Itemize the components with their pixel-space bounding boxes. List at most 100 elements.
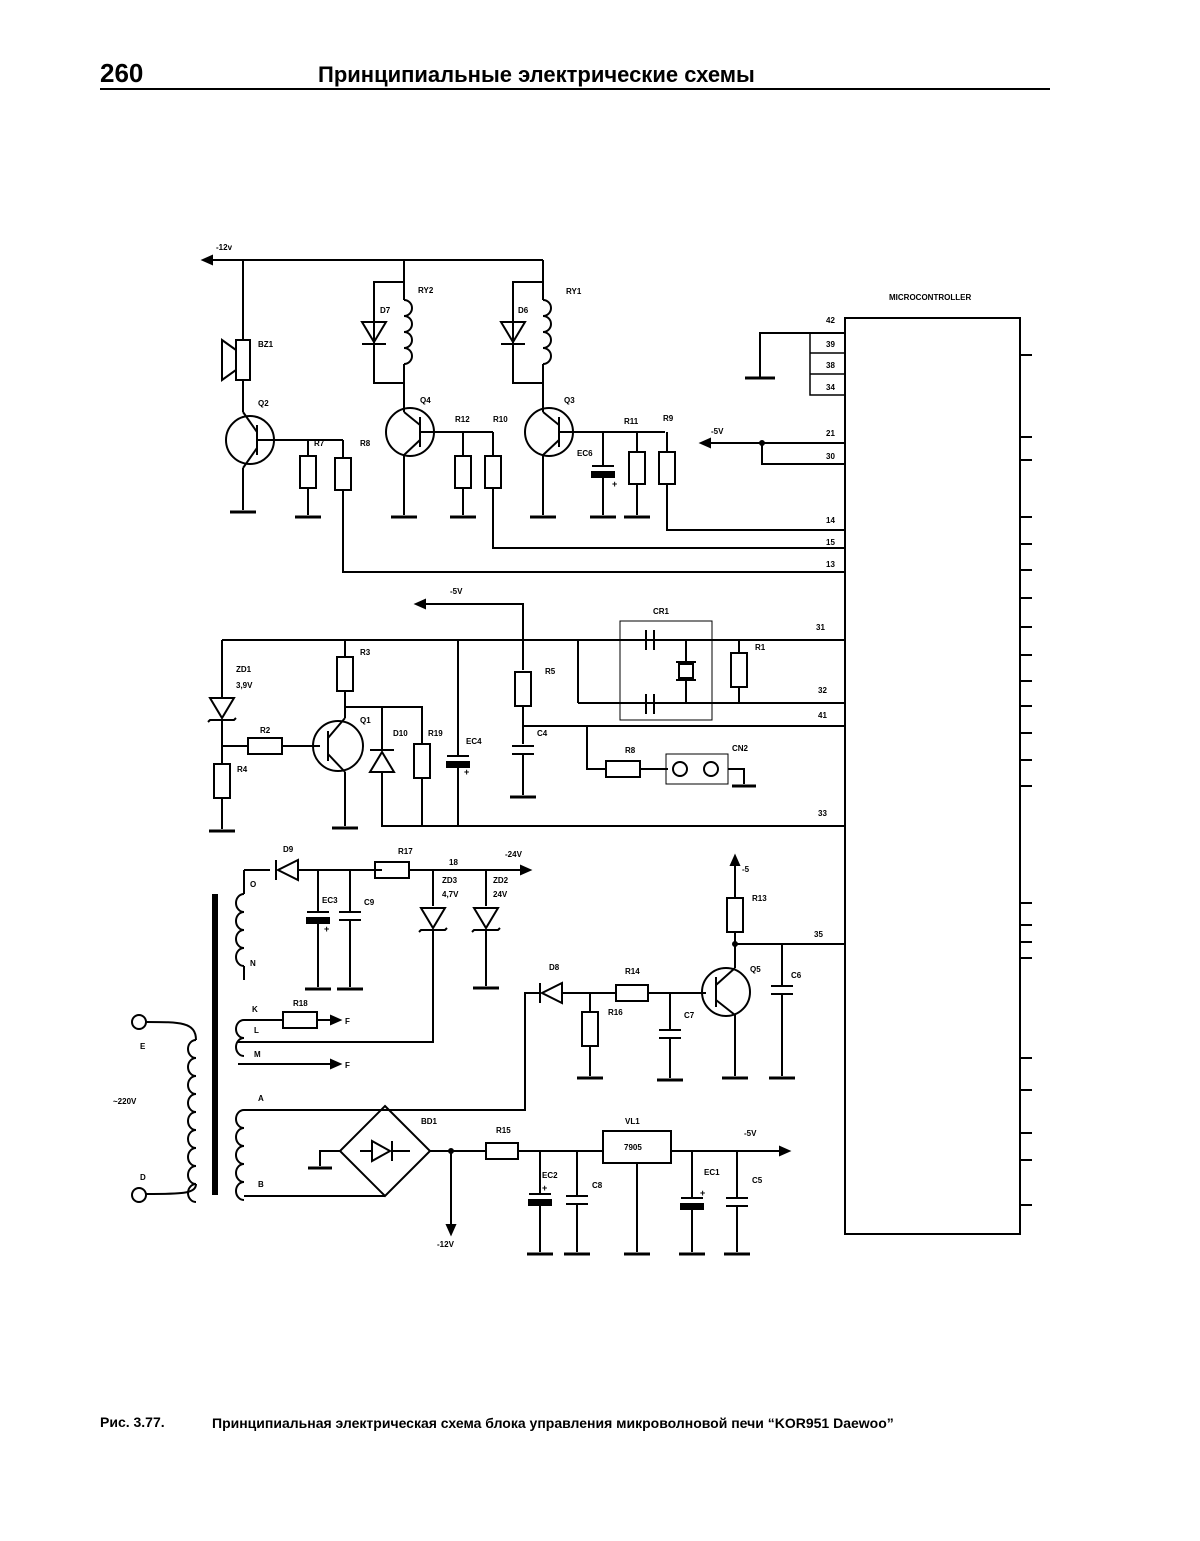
transistor-q5: Q5	[701, 965, 761, 1080]
resistor-r8-mid: R8	[586, 726, 668, 778]
pin-15: 15	[826, 538, 835, 547]
c5-label: C5	[752, 1176, 763, 1185]
svg-text:+: +	[612, 479, 617, 489]
transistor-q2: Q2	[225, 399, 343, 514]
diode-d6: D6	[499, 306, 529, 345]
node-18-label: 18	[449, 858, 458, 867]
pin-42: 42	[826, 316, 835, 325]
transistor-q1: Q1	[312, 716, 371, 830]
r8-top-label: R8	[360, 439, 371, 448]
rail-5v-mcu: -5V	[698, 427, 845, 465]
ry1-label: RY1	[566, 287, 582, 296]
capacitor-c7: C7	[657, 993, 695, 1082]
resistor-r4: R4	[209, 763, 248, 833]
tap-m: M	[254, 1050, 261, 1059]
ec6-label: EC6	[577, 449, 593, 458]
r12-label: R12	[455, 415, 470, 424]
page-title: Принципиальные электрические схемы	[318, 62, 755, 87]
resistor-r12: R12	[450, 415, 476, 519]
ec1-label: EC1	[704, 1168, 720, 1177]
pin-32: 32	[818, 686, 827, 695]
capacitor-c4: C4	[510, 729, 548, 799]
resistor-r3: R3	[336, 640, 371, 718]
capacitor-c9: C9	[337, 870, 375, 991]
d6-label: D6	[518, 306, 529, 315]
d9-label: D9	[283, 845, 294, 854]
resistor-r5: R5	[514, 667, 556, 744]
pin-39: 39	[826, 340, 835, 349]
zd1-voltage: 3,9V	[236, 681, 253, 690]
resistor-r9: R9	[658, 414, 845, 531]
pin-13: 13	[826, 560, 835, 569]
r19-label: R19	[428, 729, 443, 738]
pin-33: 33	[818, 809, 827, 818]
cn2-label: CN2	[732, 744, 749, 753]
zener-zd1: ZD1 3,9V	[207, 640, 253, 764]
tap-n: N	[250, 959, 256, 968]
pin-14: 14	[826, 516, 835, 525]
cr1-label: CR1	[653, 607, 670, 616]
buzzer-bz1: BZ1	[221, 260, 274, 412]
tap-b: B	[258, 1180, 264, 1189]
c6-label: C6	[791, 971, 802, 980]
diode-d8: D8	[539, 963, 616, 1005]
bd1-label: BD1	[421, 1117, 438, 1126]
d7-label: D7	[380, 306, 391, 315]
q2-label: Q2	[258, 399, 269, 408]
svg-text:+: +	[464, 767, 469, 777]
crystal-cr1: CR1	[577, 607, 845, 721]
c4-label: C4	[537, 729, 548, 738]
rail-top-label: -12v	[216, 243, 233, 252]
resistor-r7: R7	[295, 439, 325, 519]
r1-label: R1	[755, 643, 766, 652]
diode-d10: D10	[368, 707, 845, 827]
c7-label: C7	[684, 1011, 695, 1020]
resistor-r10: R10	[484, 415, 845, 549]
resistor-r1: R1	[730, 640, 766, 703]
bridge-bd1: BD1	[244, 1104, 486, 1198]
r16-label: R16	[608, 1008, 623, 1017]
pin-30: 30	[826, 452, 835, 461]
diode-d9: D9	[275, 845, 382, 882]
connector-cn2: CN2	[665, 744, 756, 788]
ec2-label: EC2	[542, 1171, 558, 1180]
zd3-label: ZD3	[442, 876, 458, 885]
transformer: O N K L M A B E D ~220V	[113, 870, 264, 1203]
vout-5v-label: -5V	[744, 1129, 757, 1138]
tap-k: K	[252, 1005, 258, 1014]
resistor-r11: R11	[624, 417, 650, 519]
mains-label: ~220V	[113, 1097, 137, 1106]
svg-text:+: +	[700, 1188, 705, 1198]
q4-label: Q4	[420, 396, 431, 405]
r7-label: R7	[314, 439, 325, 448]
resistor-r18: R18 F	[244, 999, 350, 1029]
pin-31: 31	[816, 623, 825, 632]
rail-12v-top: -12v	[200, 243, 543, 266]
mcu-right-pins	[1020, 354, 1032, 1206]
ec4-label: EC4	[466, 737, 482, 746]
zd3-voltage: 4,7V	[442, 890, 459, 899]
q1-label: Q1	[360, 716, 371, 725]
q3-label: Q3	[564, 396, 575, 405]
resistor-r8-top: R8	[334, 439, 845, 573]
resistor-r14: R14	[615, 967, 706, 1002]
d10-label: D10	[393, 729, 408, 738]
r3-label: R3	[360, 648, 371, 657]
resistor-r19: R19	[413, 729, 443, 826]
out-f2: F	[345, 1061, 350, 1070]
capacitor-ec3: EC3 +	[305, 870, 338, 991]
c9-label: C9	[364, 898, 375, 907]
regulator-vl1: VL1 7905 -5V	[602, 1117, 792, 1256]
relay-ry1: RY1	[512, 260, 582, 412]
r11-label: R11	[624, 417, 639, 426]
capacitor-ec1: EC1 +	[679, 1151, 720, 1256]
tap-d: D	[140, 1173, 146, 1182]
line-m-f: F	[238, 1058, 350, 1070]
page-number: 260	[100, 58, 144, 88]
rail-24v-label: -24V	[505, 850, 523, 859]
r4-label: R4	[237, 765, 248, 774]
r15-label: R15	[496, 1126, 511, 1135]
resistor-r2: R2	[222, 726, 320, 755]
pin-38: 38	[826, 361, 835, 370]
resistor-r15: R15	[485, 1126, 603, 1160]
